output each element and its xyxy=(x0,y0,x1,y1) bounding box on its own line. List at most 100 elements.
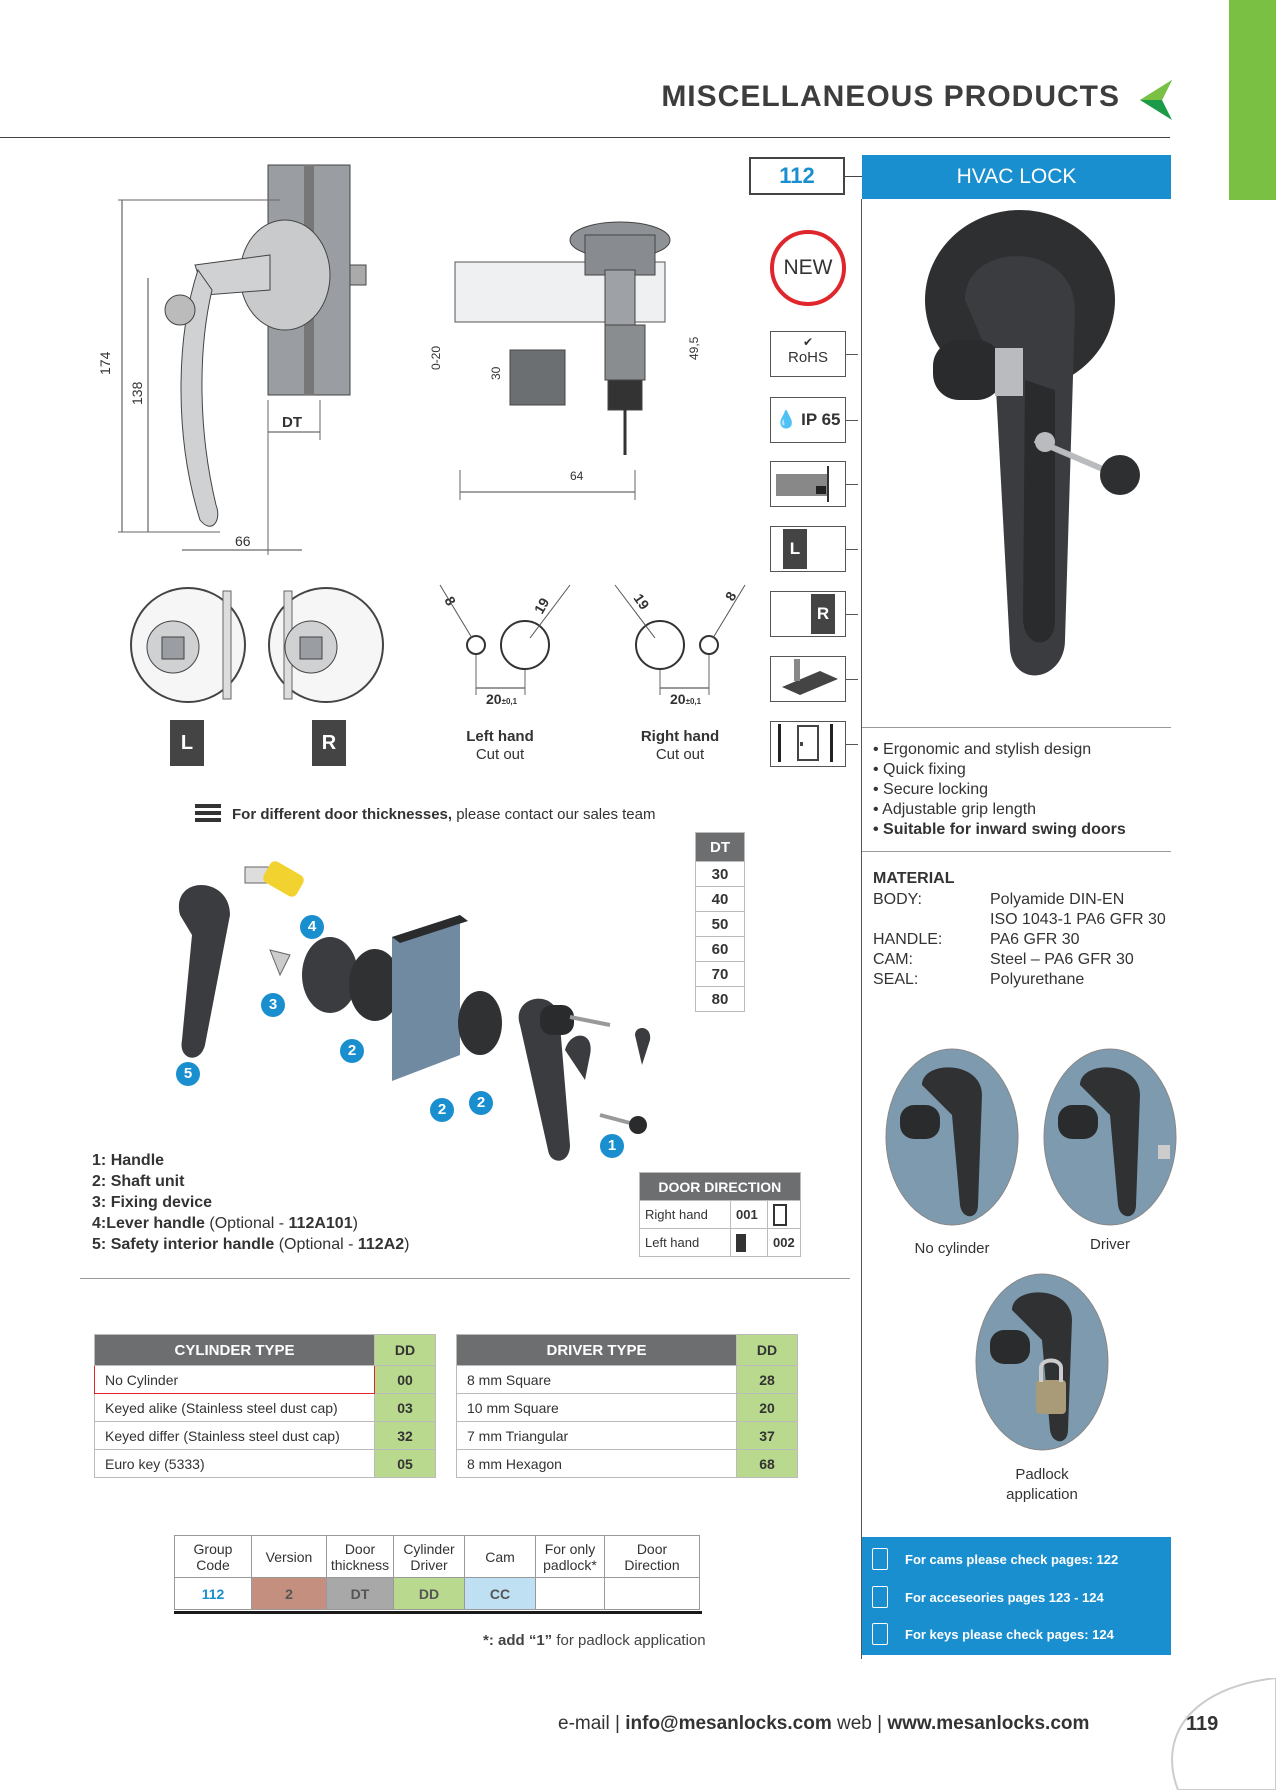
dt-value: 80 xyxy=(695,986,745,1012)
order-code-thickness: DT xyxy=(326,1577,394,1610)
door-thickness-table: DT 30 40 50 60 70 80 xyxy=(695,832,745,1012)
rohs-icon: ✔ RoHS xyxy=(770,331,846,377)
tolerance-label: ±0,1 xyxy=(502,697,518,706)
reference-link[interactable]: For keys please check pages: 124 xyxy=(905,1627,1114,1642)
no-cylinder-photo xyxy=(885,1048,1019,1226)
order-code-padlock xyxy=(535,1577,605,1610)
dt-value: 30 xyxy=(695,861,745,887)
feature-item: Ergonomic and stylish design xyxy=(873,740,1126,760)
driver-option: 8 mm Square xyxy=(456,1365,737,1394)
cutout-caption: Left hand xyxy=(466,728,534,745)
reference-link[interactable]: For acceseories pages 123 - 124 xyxy=(905,1590,1104,1605)
divider xyxy=(846,679,858,680)
callout-bubble: 3 xyxy=(261,993,285,1017)
divider xyxy=(846,614,858,615)
cylinder-header: CYLINDER TYPE xyxy=(94,1334,375,1366)
callout-bubble: 4 xyxy=(300,915,324,939)
right-hand-label: R xyxy=(312,720,346,766)
cylinder-code: 05 xyxy=(374,1449,436,1478)
channel-mount-icon xyxy=(770,656,846,702)
left-hand-label: L xyxy=(783,529,807,569)
driver-header: DRIVER TYPE xyxy=(456,1334,737,1366)
document-icon xyxy=(872,1586,888,1608)
column-divider xyxy=(861,199,862,1659)
rohs-label: RoHS xyxy=(787,349,828,366)
divider xyxy=(846,744,858,745)
legend-note: ) xyxy=(352,1215,358,1232)
reference-panel xyxy=(862,1537,1171,1655)
driver-option: 8 mm Hexagon xyxy=(456,1449,737,1478)
divider xyxy=(845,176,862,177)
web-link[interactable]: www.mesanlocks.com xyxy=(887,1713,1090,1734)
callout-bubble: 2 xyxy=(469,1091,493,1115)
legend-name: Handle xyxy=(110,1152,165,1169)
dimension-label: 19 xyxy=(531,595,553,617)
photo-caption: application xyxy=(1006,1486,1078,1503)
page-corner-decoration xyxy=(1171,1678,1276,1790)
tolerance-label: ±0,1 xyxy=(686,697,702,706)
driver-code: 37 xyxy=(736,1421,798,1450)
dimension-label: 138 xyxy=(129,381,145,405)
product-photo xyxy=(925,210,1140,676)
material-value: Polyurethane xyxy=(990,971,1085,988)
reference-link[interactable]: For cams please check pages: 122 xyxy=(905,1552,1119,1567)
callout-bubble: 2 xyxy=(340,1039,364,1063)
material-table: BODY:Polyamide DIN-EN ISO 1043-1 PA6 GFR… xyxy=(873,890,1166,990)
order-code-group: 112 xyxy=(174,1577,252,1610)
dd-header: DD xyxy=(736,1334,798,1366)
divider xyxy=(80,1278,850,1279)
driver-code: 28 xyxy=(736,1365,798,1394)
dimension-label: 8 xyxy=(441,594,459,609)
parts-legend: 1: Handle 2: Shaft unit 3: Fixing device… xyxy=(92,1150,409,1255)
order-code-heading: Cam xyxy=(464,1535,536,1578)
cylinder-option: Euro key (5333) xyxy=(94,1449,375,1478)
feature-item: Suitable for inward swing doors xyxy=(873,820,1126,840)
legend-number: 1: xyxy=(92,1152,107,1169)
new-badge: NEW xyxy=(770,230,846,306)
door-direction-label: Right hand xyxy=(639,1200,731,1229)
driver-photo xyxy=(1043,1048,1177,1226)
cylinder-code: 03 xyxy=(374,1393,436,1422)
right-cutout-diagram: 19 8 20±0,1 xyxy=(614,584,746,707)
footnote-text: for padlock application xyxy=(552,1632,706,1649)
divider xyxy=(846,420,858,421)
photo-caption: No cylinder xyxy=(914,1240,990,1257)
note-bold: For different door thicknesses, xyxy=(232,806,453,823)
divider xyxy=(862,727,1171,728)
legend-code: 112A101 xyxy=(288,1215,353,1232)
legend-name: Lever handle xyxy=(106,1215,205,1232)
divider xyxy=(846,484,858,485)
page-title: MISCELLANEOUS PRODUCTS xyxy=(661,80,1120,113)
cutout-caption: Cut out xyxy=(475,746,525,763)
order-code-version: 2 xyxy=(251,1577,327,1610)
door-direction-code: 002 xyxy=(767,1228,801,1257)
product-title: HVAC LOCK xyxy=(862,155,1171,199)
email-link[interactable]: info@mesanlocks.com xyxy=(625,1713,832,1734)
dimension-label: 8 xyxy=(722,589,740,604)
dimension-label: 66 xyxy=(235,533,251,549)
cylinder-option: Keyed differ (Stainless steel dust cap) xyxy=(94,1421,375,1450)
left-cutout-diagram: 8 19 20±0,1 xyxy=(439,584,571,707)
door-left-icon xyxy=(730,1228,768,1257)
divider xyxy=(862,851,1171,852)
left-hand-icon: L xyxy=(770,526,846,572)
order-code-direction xyxy=(604,1577,700,1610)
exploded-view-drawing xyxy=(178,861,651,1161)
dt-value: 40 xyxy=(695,886,745,912)
panel-mount-icon xyxy=(770,461,846,507)
driver-code: 68 xyxy=(736,1449,798,1478)
cylinder-code: 00 xyxy=(374,1365,436,1394)
right-detail-circle xyxy=(268,587,384,703)
legend-name: Fixing device xyxy=(110,1194,213,1211)
order-code-cylinder: DD xyxy=(393,1577,465,1610)
photo-caption: Driver xyxy=(1090,1236,1130,1253)
web-label: web | xyxy=(837,1713,883,1734)
divider xyxy=(846,354,858,355)
feature-item: Secure locking xyxy=(873,780,1126,800)
material-value: PA6 GFR 30 xyxy=(990,931,1080,948)
door-direction-header: DOOR DIRECTION xyxy=(639,1172,801,1201)
door-icon xyxy=(770,721,846,767)
